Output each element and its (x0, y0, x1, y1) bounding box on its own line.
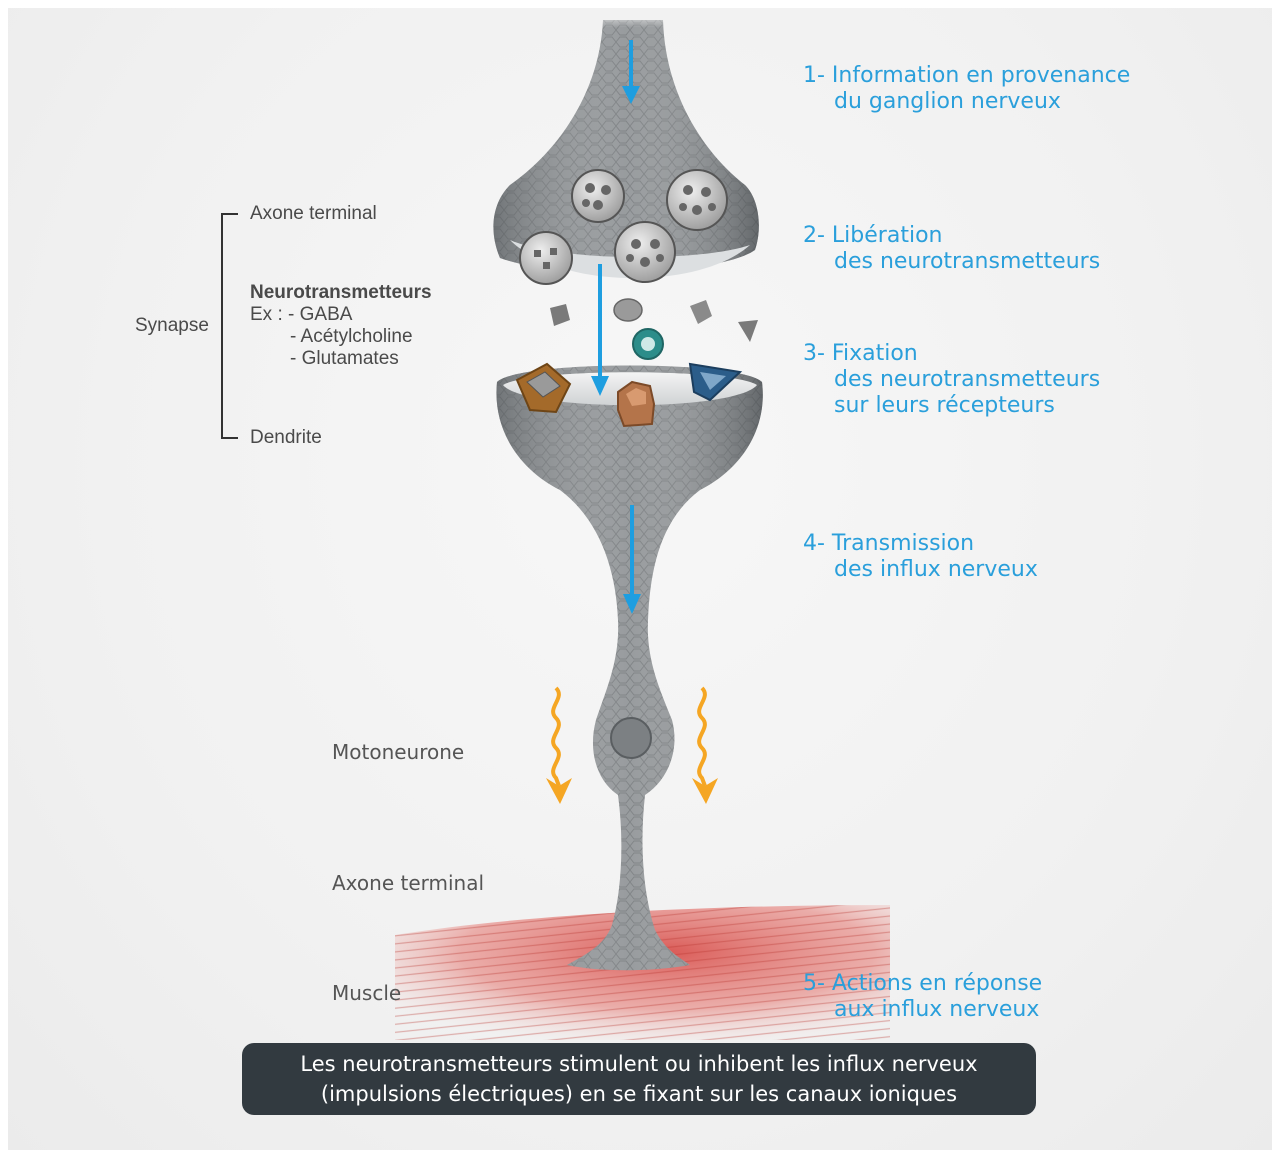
caption-line-2: (impulsions électriques) en se fixant su… (242, 1079, 1036, 1109)
step-1-line2: du ganglion nerveux (803, 89, 1130, 115)
step-3-line2: des neurotransmetteurs (803, 367, 1100, 393)
vesicle-3 (520, 232, 572, 284)
step-5-line1: 5- Actions en réponse (803, 971, 1042, 996)
step-3-line1: 3- Fixation (803, 341, 918, 366)
step-3-line3: sur leurs récepteurs (803, 393, 1100, 419)
orange-wave-arrow-icon (692, 688, 718, 804)
orange-wave-arrow-icon (546, 688, 572, 804)
step-2-line2: des neurotransmetteurs (803, 249, 1100, 275)
caption-box: Les neurotransmetteurs stimulent ou inhi… (242, 1043, 1036, 1115)
step-4-label: 4- Transmission des influx nerveux (803, 531, 1038, 583)
presynaptic-terminal (493, 10, 758, 284)
axone-terminal-bottom-label: Axone terminal (332, 871, 484, 895)
neurotransmitter-glutamates: - Glutamates (250, 348, 432, 370)
neurotransmitters-title: Neurotransmetteurs (250, 282, 432, 304)
receptor-hexagon (618, 382, 654, 426)
step-1-line1: 1- Information en provenance (803, 63, 1130, 88)
step-2-label: 2- Libération des neurotransmetteurs (803, 223, 1100, 275)
step-5-label: 5- Actions en réponse aux influx nerveux (803, 971, 1042, 1023)
vesicle-1 (572, 170, 624, 222)
caption-line-1: Les neurotransmetteurs stimulent ou inhi… (242, 1049, 1036, 1079)
neurotransmitter-acetylcholine: - Acétylcholine (250, 326, 432, 348)
step-3-label: 3- Fixation des neurotransmetteurs sur l… (803, 341, 1100, 419)
released-neurotransmitters (550, 299, 758, 359)
vesicle-2 (667, 170, 727, 230)
dendrite-label: Dendrite (250, 427, 322, 449)
motoneurone-label: Motoneurone (332, 740, 464, 764)
step-5-line2: aux influx nerveux (803, 997, 1042, 1023)
synapse-bracket (222, 214, 238, 438)
step-4-line1: 4- Transmission (803, 531, 974, 556)
step-4-line2: des influx nerveux (803, 557, 1038, 583)
blue-down-arrow-icon (591, 264, 609, 396)
synapse-label: Synapse (135, 315, 209, 337)
postsynaptic-neuron (496, 366, 762, 971)
neurotransmitter-gaba: Ex : - GABA (250, 304, 432, 326)
vesicle-4 (615, 222, 675, 282)
neurotransmitter-examples: Neurotransmetteurs Ex : - GABA - Acétylc… (250, 282, 432, 370)
muscle-label: Muscle (332, 981, 401, 1005)
step-2-line1: 2- Libération (803, 223, 942, 248)
step-1-label: 1- Information en provenance du ganglion… (803, 63, 1130, 115)
axone-terminal-top-label: Axone terminal (250, 203, 377, 225)
